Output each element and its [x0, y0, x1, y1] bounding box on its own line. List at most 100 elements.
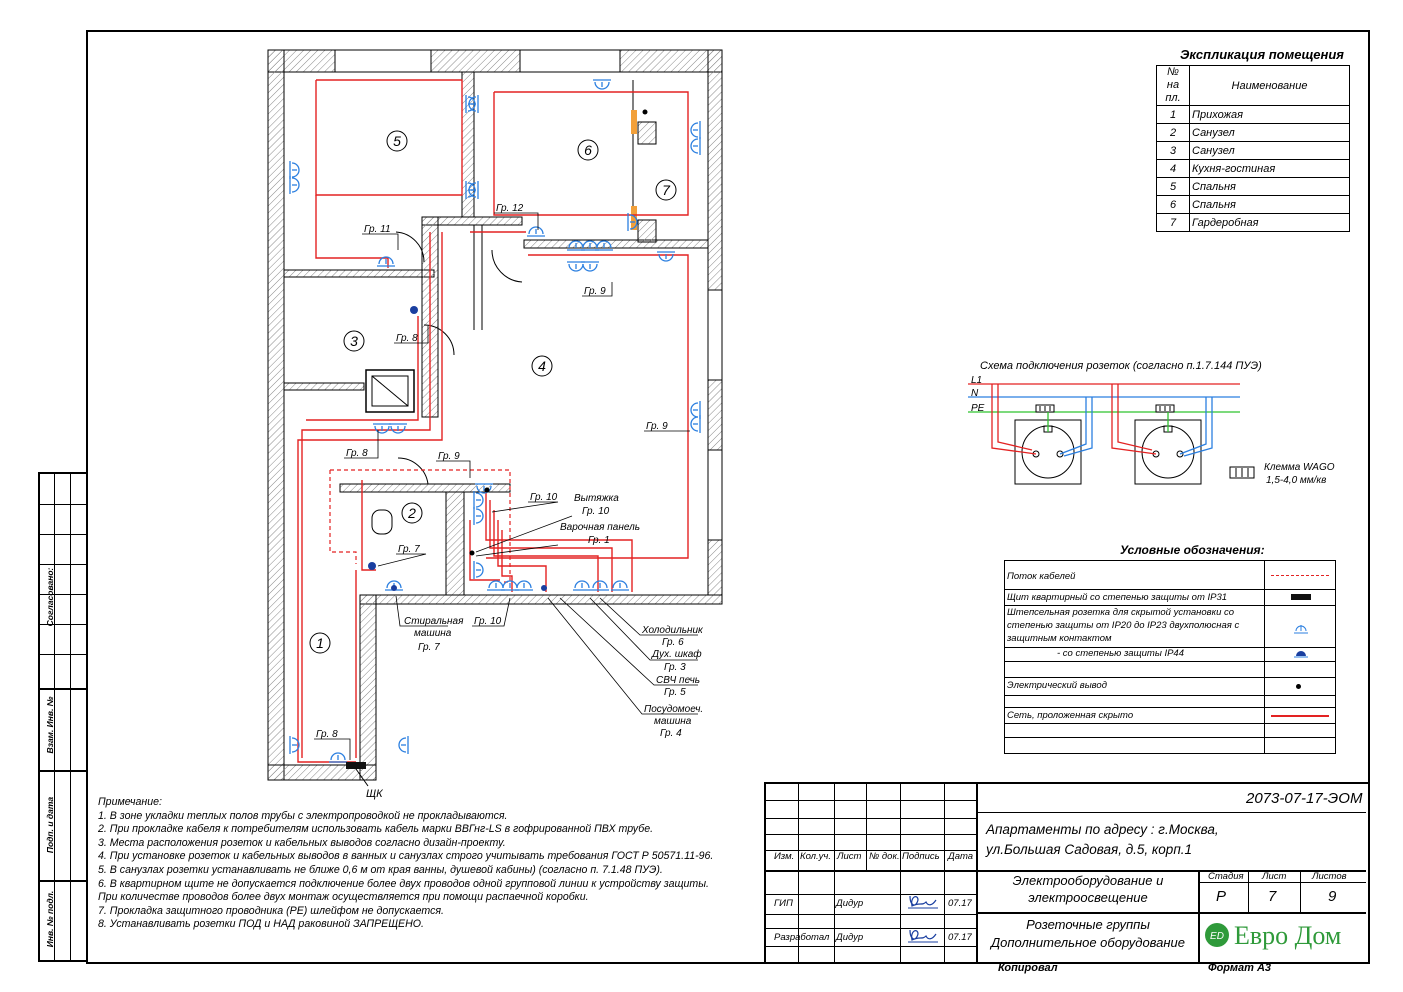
group-label: Гр. 9 — [438, 451, 460, 462]
note-item: 4. При установке розеток и кабельных выв… — [98, 850, 714, 863]
walls — [267, 49, 723, 781]
explication-title: Экспликация помещения — [1180, 47, 1344, 62]
panel-shk — [346, 762, 366, 769]
col-header: Лист — [837, 851, 862, 862]
group-label: Гр. 8 — [396, 333, 418, 344]
svg-text:Гр. 6: Гр. 6 — [662, 637, 684, 648]
address-line: ул.Большая Садовая, д.5, корп.1 — [986, 842, 1193, 857]
col-header: Дата — [948, 851, 974, 862]
hidden-network — [297, 79, 689, 763]
legend-ip44-icon — [1294, 651, 1308, 658]
svg-text:Дух. шкаф: Дух. шкаф — [651, 648, 702, 660]
legend-title: Условные обозначения: — [1120, 543, 1265, 557]
doc-code: 2073-07-17-ЭОМ — [1246, 790, 1363, 807]
svg-text:ED: ED — [1210, 931, 1224, 942]
floor-plan: 5 6 7 3 4 2 1 Гр. 11 Гр. 12 Гр. 9 Гр. 8 … — [267, 49, 723, 800]
note-item: 6. В квартирном щите не допускается подк… — [98, 877, 709, 890]
panel-label: ЩК — [366, 788, 383, 800]
col-header: Изм. — [774, 851, 795, 862]
svg-text:машина: машина — [414, 628, 452, 639]
sockets — [289, 79, 701, 763]
group-label: Гр. 8 — [316, 729, 338, 740]
logo: Евро Дом — [1234, 921, 1342, 950]
stage-header: Стадия — [1208, 871, 1244, 882]
note-item: 5. В санузлах розетки устанавливать не б… — [98, 863, 663, 876]
role: ГИП — [774, 898, 793, 909]
signature — [908, 929, 938, 943]
copied-label: Копировал — [998, 962, 1058, 974]
sheet-frame — [86, 30, 1370, 964]
signature — [908, 895, 938, 909]
svg-text:1,5-4,0 мм/кв: 1,5-4,0 мм/кв — [1266, 475, 1326, 486]
group-label: Гр. 11 — [364, 224, 391, 235]
socket-scheme: L1 N PE Клемма WAGO — [968, 375, 1335, 486]
svg-text:машина: машина — [654, 716, 692, 727]
col-header: № док. — [869, 851, 900, 862]
ip44-socket — [410, 306, 418, 314]
note-item: 3. Места расположения розеток и кабельны… — [98, 836, 506, 849]
room-2: 2 — [407, 505, 416, 521]
group-label: Гр. 12 — [496, 203, 524, 214]
side-stamp: Согласовано: Взам. Инв. № Подп. и дата И… — [38, 472, 86, 962]
sheets-value: 9 — [1328, 888, 1337, 905]
legend-row: Щит квартирный со степенью защиты от IP3… — [1007, 592, 1228, 603]
note-item: 8. Устанавливать розетки ПОД и НАД раков… — [98, 918, 424, 931]
svg-text:Гр. 10: Гр. 10 — [582, 506, 610, 517]
notes: Примечание: 1. В зоне укладки теплых пол… — [98, 796, 763, 932]
side-label-sign: Подп. и дата — [45, 796, 55, 854]
col-header: Подпись — [902, 851, 940, 862]
scheme-title: Схема подключения розеток (согласно п.1.… — [980, 360, 1262, 372]
group-label: Гр. 9 — [584, 286, 606, 297]
stage-value: Р — [1216, 888, 1227, 905]
legend-row: Сеть, проложенная скрыто — [1007, 710, 1134, 721]
svg-text:Посудомоеч.: Посудомоеч. — [644, 704, 703, 715]
room-5: 5 — [393, 133, 401, 149]
group-label: Гр. 9 — [646, 421, 668, 432]
svg-text:Варочная панель: Варочная панель — [560, 522, 640, 533]
legend-table: Поток кабелей Щит квартирный со степенью… — [1004, 560, 1336, 754]
legend-row: Штепсельная розетка для скрытой установк… — [1007, 607, 1240, 644]
date: 07.17 — [948, 898, 972, 909]
note-item: 1. В зоне укладки теплых полов трубы с э… — [98, 809, 508, 822]
format-label: Формат А3 — [1208, 962, 1272, 974]
svg-text:Вытяжка: Вытяжка — [574, 493, 619, 504]
name: Дидур — [836, 932, 864, 943]
legend-cable-flow-icon — [1271, 575, 1329, 576]
group-label: Гр. 7 — [398, 544, 420, 555]
svg-text:Гр. 3: Гр. 3 — [664, 662, 686, 673]
svg-text:Клемма WAGO: Клемма WAGO — [1264, 462, 1335, 473]
svg-text:PE: PE — [971, 403, 985, 414]
svg-text:Гр. 7: Гр. 7 — [418, 642, 440, 653]
svg-text:Холодильник: Холодильник — [641, 625, 704, 636]
legend-hidden-net-icon — [1271, 715, 1329, 717]
legend-outlet-icon — [1296, 684, 1301, 689]
title-block: 2073-07-17-ЭОМ Апартаменты по адресу : г… — [764, 782, 1368, 962]
address-line: Апартаменты по адресу : г.Москва, — [986, 822, 1219, 837]
group-label: Гр. 10 — [474, 616, 502, 627]
sheet-header: Лист — [1262, 871, 1287, 882]
room-3: 3 — [350, 333, 358, 349]
side-label-approved: Согласовано: — [45, 567, 55, 627]
svg-text:Гр. 4: Гр. 4 — [660, 728, 682, 739]
group-label: Гр. 8 — [346, 448, 368, 459]
name: Дидур — [836, 898, 864, 909]
room-7: 7 — [662, 182, 671, 198]
note-item: 7. Прокладка защитного проводника (PE) ш… — [98, 904, 444, 917]
sheet-value: 7 — [1268, 888, 1277, 905]
col-header: Кол.уч. — [800, 851, 831, 862]
svg-text:Стиральная: Стиральная — [404, 616, 464, 627]
svg-text:L1: L1 — [971, 375, 982, 386]
side-label-inv: Взам. Инв. № — [45, 696, 55, 754]
note-item: При количестве проводов более двух монта… — [98, 891, 589, 904]
svg-text:Гр. 5: Гр. 5 — [664, 687, 686, 698]
